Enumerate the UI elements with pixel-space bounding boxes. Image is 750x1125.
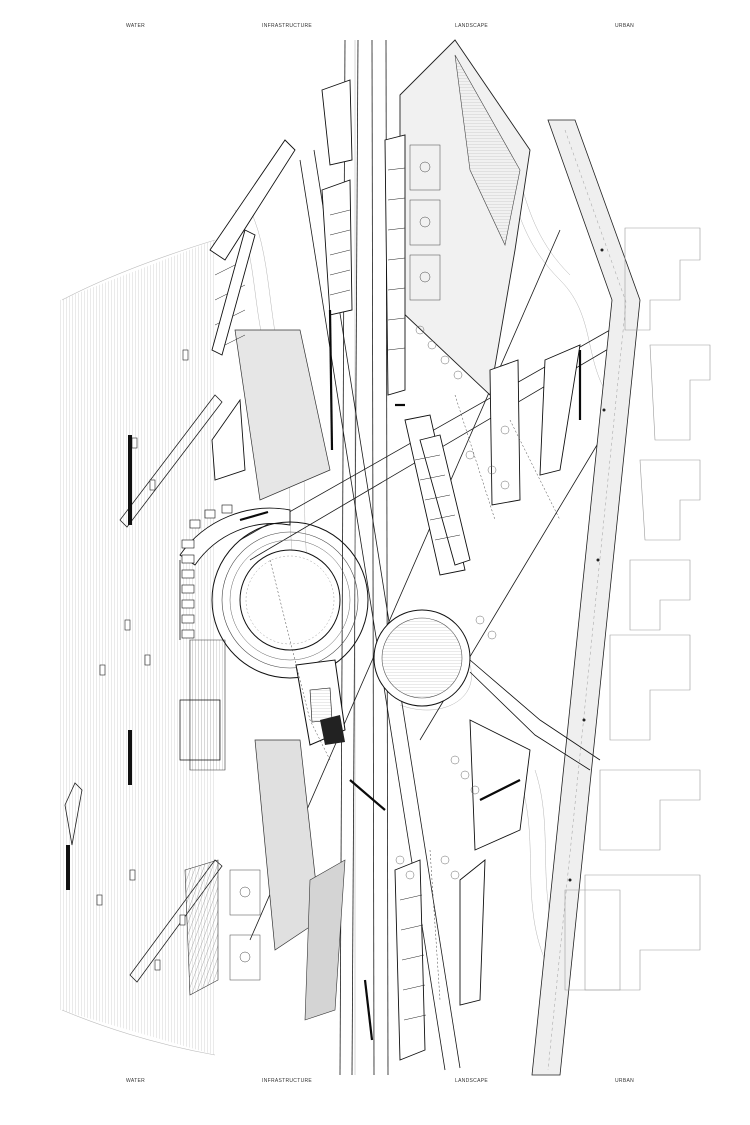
label-urban-top: URBAN: [615, 23, 635, 29]
urban-boulevard: [531, 119, 641, 1076]
urban-blocks: [564, 227, 711, 991]
label-infrastructure-bottom: INFRASTRUCTURE: [262, 1078, 313, 1084]
label-infrastructure-top: INFRASTRUCTURE: [262, 23, 313, 29]
circular-plaza: [373, 609, 601, 771]
label-landscape-top: LANDSCAPE: [455, 23, 488, 29]
label-water-top: WATER: [126, 23, 145, 29]
water-markers: [96, 349, 189, 971]
waterfront-buildings: [209, 139, 296, 481]
landscape-plates: [179, 39, 531, 1021]
sports-courts: [229, 144, 441, 981]
top-column-labels: WATER INFRASTRUCTURE LANDSCAPE URBAN: [0, 23, 750, 37]
central-building: [295, 659, 346, 746]
label-landscape-bottom: LANDSCAPE: [455, 1078, 488, 1084]
trees: [395, 325, 510, 880]
building-strips: [321, 79, 581, 1061]
dashed-paths: [269, 394, 561, 1001]
bottom-column-labels: WATER INFRASTRUCTURE LANDSCAPE URBAN: [0, 1078, 750, 1092]
water-zone: [60, 239, 223, 1056]
label-urban-bottom: URBAN: [615, 1078, 635, 1084]
stadium: [179, 504, 369, 679]
thick-walls: [239, 309, 582, 1041]
label-water-bottom: WATER: [126, 1078, 145, 1084]
